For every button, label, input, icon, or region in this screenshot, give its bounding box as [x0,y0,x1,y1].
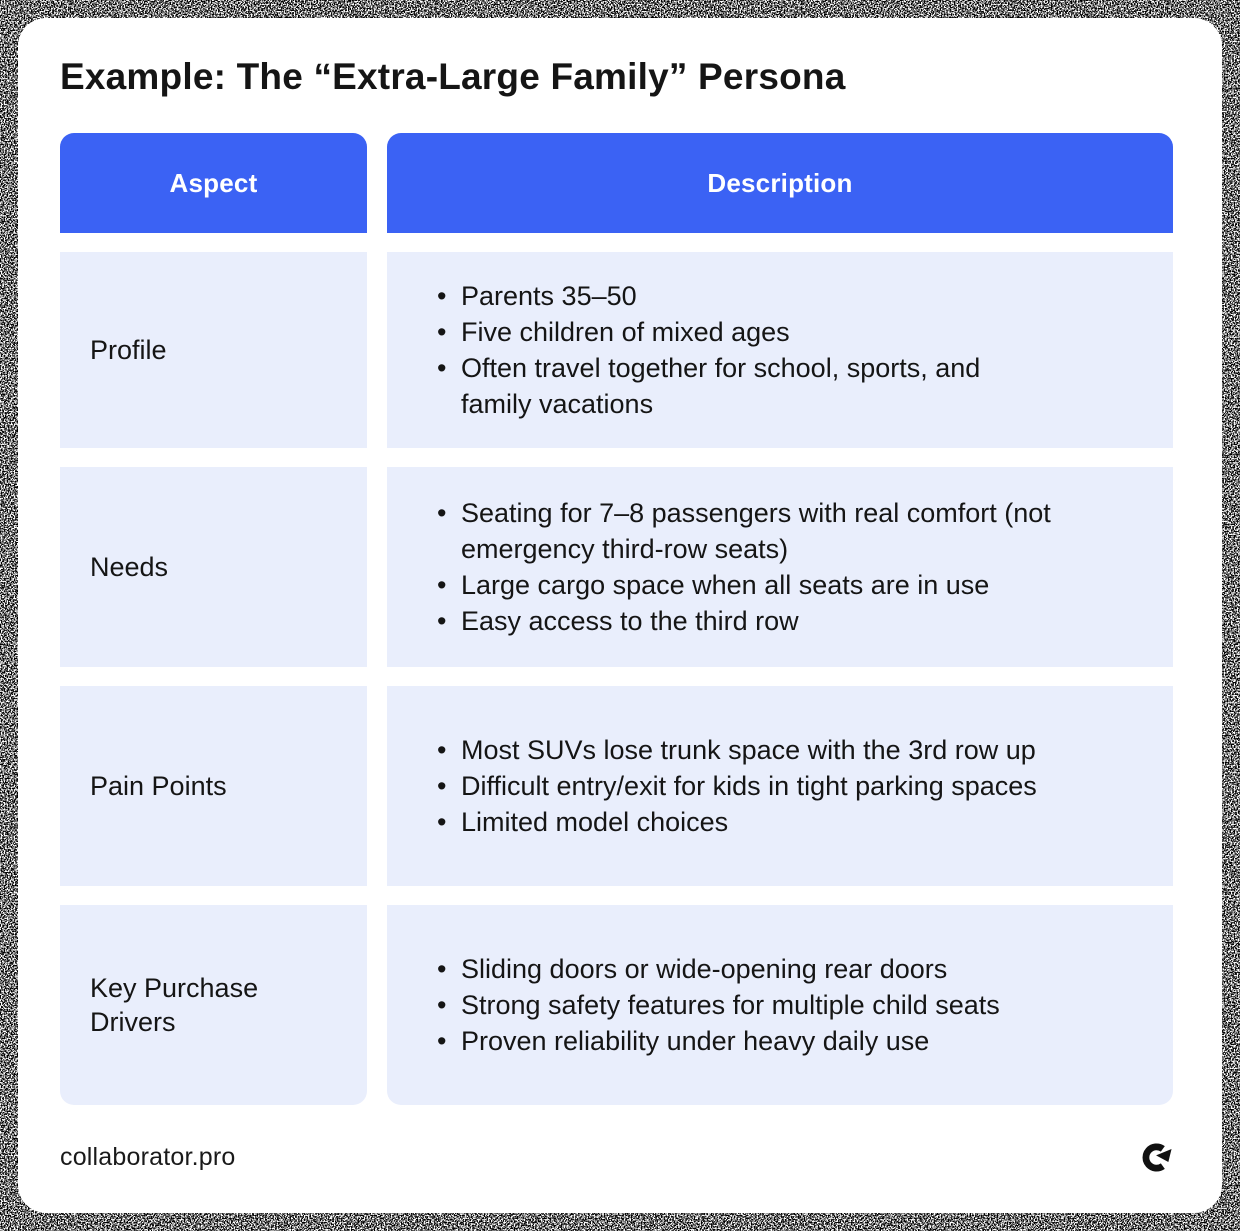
table-row-aspect-profile: Profile [60,252,367,448]
bullet-item: Parents 35–50 [435,278,1055,314]
table-row-aspect-key-purchase-drivers: Key Purchase Drivers [60,905,367,1105]
table-row-description-key-purchase-drivers: Sliding doors or wide-opening rear doors… [387,905,1173,1105]
page-title: Example: The “Extra-Large Family” Person… [60,56,846,97]
infographic-card: Example: The “Extra-Large Family” Person… [18,18,1222,1213]
bullet-item: Limited model choices [435,804,1055,840]
table-row-aspect-pain-points: Pain Points [60,686,367,886]
site-name: collaborator.pro [60,1143,236,1171]
bullet-item: Five children of mixed ages [435,314,1055,350]
bullet-list: Parents 35–50 Five children of mixed age… [387,278,1055,422]
aspect-label: Key Purchase Drivers [90,973,259,1037]
table-row-description-needs: Seating for 7–8 passengers with real com… [387,467,1173,667]
bullet-item: Most SUVs lose trunk space with the 3rd … [435,732,1055,768]
footer: collaborator.pro [60,1141,1173,1174]
table-row-description-profile: Parents 35–50 Five children of mixed age… [387,252,1173,448]
bullet-item: Sliding doors or wide-opening rear doors [435,951,1055,987]
c-arrow-logo-icon [1142,1143,1172,1172]
table-row-aspect-needs: Needs [60,467,367,667]
bullet-item: Difficult entry/exit for kids in tight p… [435,768,1055,804]
bullet-item: Proven reliability under heavy daily use [435,1023,1055,1059]
bullet-list: Most SUVs lose trunk space with the 3rd … [387,732,1055,840]
bullet-item: Seating for 7–8 passengers with real com… [435,495,1055,567]
persona-table: Aspect Description Profile Parents 35–50… [60,133,1173,1105]
bullet-list: Sliding doors or wide-opening rear doors… [387,951,1055,1059]
aspect-label: Pain Points [90,771,227,801]
column-header-aspect: Aspect [60,133,367,233]
bullet-item: Strong safety features for multiple chil… [435,987,1055,1023]
bullet-list: Seating for 7–8 passengers with real com… [387,495,1055,639]
bullet-item: Often travel together for school, sports… [435,350,1055,422]
aspect-label: Profile [90,335,167,365]
column-header-description: Description [387,133,1173,233]
aspect-label: Needs [90,552,169,582]
table-row-description-pain-points: Most SUVs lose trunk space with the 3rd … [387,686,1173,886]
bullet-item: Easy access to the third row [435,603,1055,639]
bullet-item: Large cargo space when all seats are in … [435,567,1055,603]
